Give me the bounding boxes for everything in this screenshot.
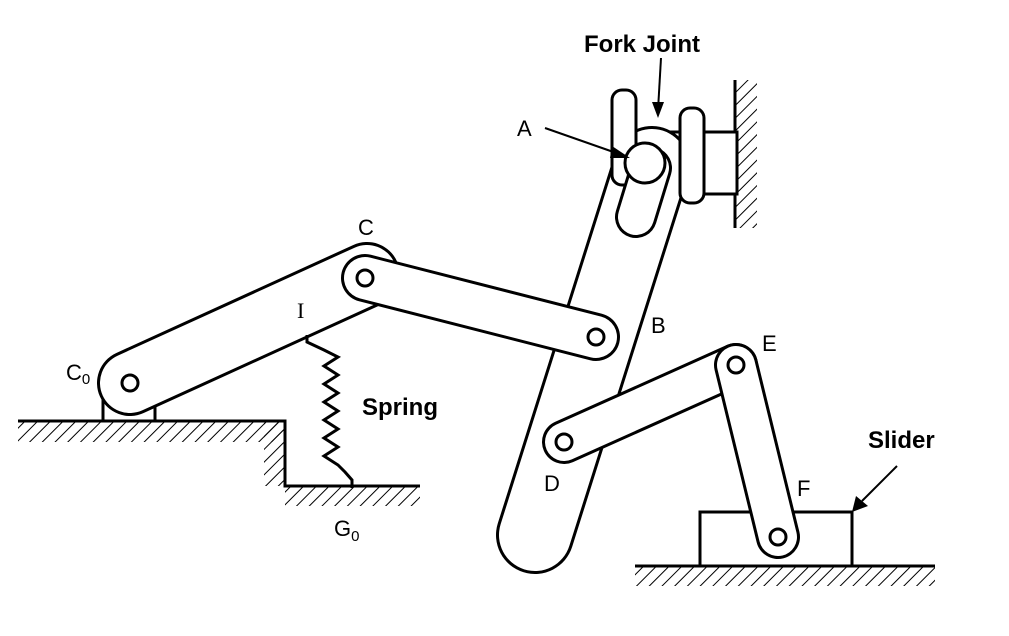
pivot-b <box>586 327 606 347</box>
slider-arrow <box>852 465 898 512</box>
pivot-d <box>554 432 574 452</box>
point-c-label: C <box>358 215 374 240</box>
fork-joint-arrow <box>652 57 664 118</box>
slider-label: Slider <box>868 427 935 454</box>
slider-floor-ground <box>635 564 935 586</box>
coupler-link-c-b <box>341 254 620 361</box>
point-i-label: I <box>297 298 304 323</box>
spring <box>305 335 354 488</box>
slot-pin-a <box>615 141 672 238</box>
left-stepped-ground <box>18 419 420 506</box>
fork-joint-label: Fork Joint <box>584 31 700 58</box>
point-f-label: F <box>797 476 810 501</box>
point-d-label: D <box>544 471 560 496</box>
point-c0-label: C0 <box>66 360 90 388</box>
link-e-f <box>714 343 800 559</box>
point-e-label: E <box>762 331 777 356</box>
pin-a <box>623 141 667 185</box>
pin-a-arrow <box>544 127 630 158</box>
pivot-c <box>355 268 375 288</box>
link-d-e <box>542 343 758 464</box>
pivot-e <box>726 355 746 375</box>
pivot-f <box>768 527 788 547</box>
pivot-c0 <box>120 373 140 393</box>
point-b-label: B <box>651 313 666 338</box>
spring-label: Spring <box>362 394 438 421</box>
link-c0-c <box>97 242 400 423</box>
point-g0-label: G0 <box>334 516 359 545</box>
point-a-label: A <box>517 116 532 141</box>
